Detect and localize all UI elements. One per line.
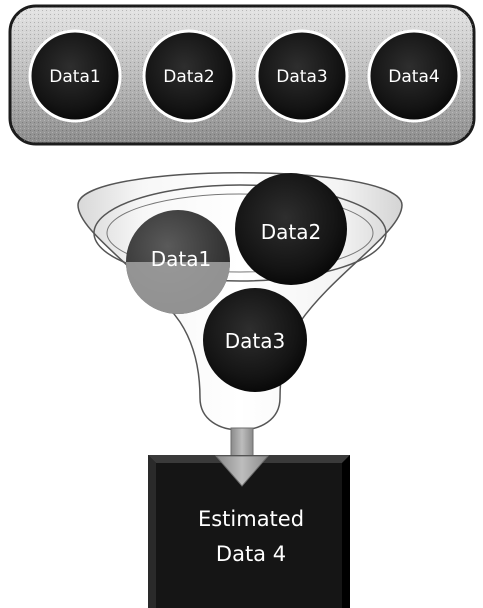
funnel-circle-data2: Data2 bbox=[235, 173, 347, 285]
top-panel: Data1 Data2 Data3 Data4 bbox=[8, 4, 476, 146]
top-circle-data1-shape bbox=[28, 29, 122, 123]
estimated-line2: Data 4 bbox=[216, 542, 286, 566]
funnel-circle-data3: Data3 bbox=[203, 288, 307, 392]
top-circle-data1-label: Data1 bbox=[49, 67, 100, 87]
estimated-box-shape bbox=[148, 455, 350, 608]
top-circle-data2-label: Data2 bbox=[163, 67, 214, 87]
funnel: Data1 Data2 Data3 bbox=[77, 172, 403, 431]
funnel-circle-data1-lower-shade bbox=[126, 262, 230, 314]
funnel-circle-data3-label: Data3 bbox=[225, 329, 285, 353]
top-circle-data4-label: Data4 bbox=[388, 67, 439, 87]
top-circle-data4-shape bbox=[367, 29, 461, 123]
estimated-data-box: Estimated Data 4 bbox=[148, 455, 350, 608]
top-circle-data3: Data3 bbox=[255, 29, 349, 123]
top-panel-texture bbox=[10, 6, 474, 144]
funnel-circle-data1: Data1 bbox=[126, 210, 230, 314]
top-circle-data1: Data1 bbox=[28, 29, 122, 123]
funnel-circle-data1-label: Data1 bbox=[151, 247, 211, 271]
top-circle-data2: Data2 bbox=[142, 29, 236, 123]
top-circle-data3-shape bbox=[255, 29, 349, 123]
down-arrow-head-overlay bbox=[214, 455, 270, 487]
estimated-line1: Estimated bbox=[198, 507, 304, 531]
funnel-circle-data3-shape bbox=[203, 288, 307, 392]
funnel-inner-rim bbox=[106, 193, 374, 273]
top-circle-data4: Data4 bbox=[367, 29, 461, 123]
funnel-rim bbox=[93, 184, 387, 282]
top-circle-data2-shape bbox=[142, 29, 236, 123]
estimated-box-left-bevel bbox=[148, 455, 156, 608]
funnel-circle-data2-shape bbox=[235, 173, 347, 285]
funnel-circle-data2-label: Data2 bbox=[261, 220, 321, 244]
estimated-box-right-bevel bbox=[342, 455, 350, 608]
top-circle-data3-label: Data3 bbox=[276, 67, 327, 87]
